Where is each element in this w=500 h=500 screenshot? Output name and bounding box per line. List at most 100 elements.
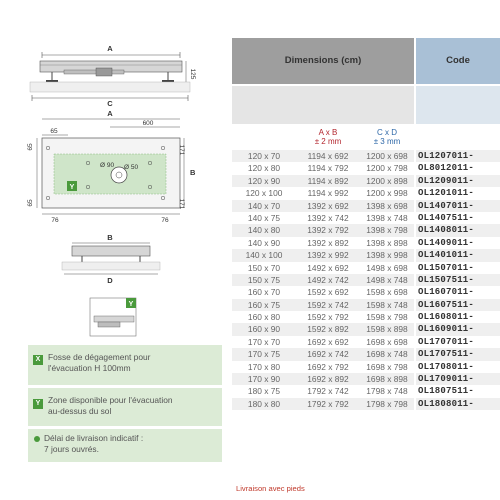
dim-171-b: 171 xyxy=(178,199,185,210)
cell-ab: 1692 x 742 xyxy=(307,349,349,360)
technical-drawing: A 125 C A 600 65 Ø 90 Ø 50 xyxy=(0,0,228,340)
cell-ab: 1592 x 892 xyxy=(307,324,349,335)
cell-cd: 1200 x 998 xyxy=(366,188,408,199)
label-b-side: B xyxy=(107,233,113,242)
dim-65-top: 65 xyxy=(50,128,58,135)
column-separator xyxy=(414,249,416,262)
delivery-line-2: 7 jours ouvrés. xyxy=(44,444,99,454)
header-dimensions: Dimensions (cm) xyxy=(232,38,414,84)
cell-code: OL8012011- xyxy=(418,163,475,174)
cell-cd: 1598 x 698 xyxy=(366,287,408,298)
column-separator xyxy=(414,236,416,250)
cell-size: 140 x 100 xyxy=(245,250,283,261)
cell-size: 170 x 75 xyxy=(247,349,281,360)
cell-size: 160 x 70 xyxy=(247,287,281,298)
cell-cd: 1598 x 748 xyxy=(366,299,408,310)
column-separator xyxy=(414,187,416,200)
cell-size: 150 x 75 xyxy=(247,274,281,285)
column-separator xyxy=(414,373,416,386)
cell-ab: 1194 x 792 xyxy=(307,163,349,174)
cell-size: 120 x 70 xyxy=(247,151,281,161)
x-marker: X xyxy=(33,355,43,365)
cell-code: OL1607511- xyxy=(418,299,475,310)
cell-cd: 1798 x 748 xyxy=(366,386,408,397)
dim-65-bottom: 65 xyxy=(27,199,34,207)
dim-90: Ø 90 xyxy=(100,162,114,169)
cell-code: OL1207011- xyxy=(418,151,475,161)
cell-code: OL1608011- xyxy=(418,312,475,323)
bullet-icon xyxy=(34,436,40,442)
cell-size: 170 x 70 xyxy=(247,336,281,347)
legend-y-line-2: au-dessus du sol xyxy=(48,406,112,416)
cell-ab: 1392 x 992 xyxy=(307,250,349,261)
cell-cd: 1398 x 748 xyxy=(366,212,408,223)
column-separator xyxy=(414,286,416,299)
cell-ab: 1194 x 692 xyxy=(307,151,349,161)
cell-cd: 1398 x 998 xyxy=(366,250,408,261)
legend-x-line-2: l'évacuation H 100mm xyxy=(48,363,131,373)
cell-code: OL1609011- xyxy=(418,324,475,335)
column-separator xyxy=(414,298,416,312)
legend-x: X Fosse de dégagement pour l'évacuation … xyxy=(28,345,222,385)
cell-size: 120 x 100 xyxy=(245,188,283,199)
shower-tray-end xyxy=(71,245,151,257)
pit-y-marker: Y xyxy=(129,301,134,308)
cell-size: 180 x 80 xyxy=(247,398,281,409)
cell-code: OL1708011- xyxy=(418,361,475,372)
cell-size: 140 x 70 xyxy=(247,200,281,211)
column-separator xyxy=(414,360,416,374)
table-row: 150 x 70 1492 x 692 1498 x 698 OL1507011- xyxy=(232,261,500,274)
cell-cd: 1598 x 798 xyxy=(366,312,408,323)
cell-size: 150 x 70 xyxy=(247,262,281,273)
cell-cd: 1398 x 898 xyxy=(366,237,408,248)
dim-76-left: 76 xyxy=(51,217,59,224)
cell-size: 180 x 75 xyxy=(247,386,281,397)
dim-600: 600 xyxy=(143,120,154,127)
cell-code: OL1408011- xyxy=(418,225,475,236)
cell-cd: 1498 x 698 xyxy=(366,262,408,273)
cell-cd: 1698 x 698 xyxy=(366,336,408,347)
cell-size: 120 x 80 xyxy=(247,163,281,174)
floor xyxy=(29,81,191,93)
drawing-svg: A 125 C A 600 65 Ø 90 Ø 50 xyxy=(27,44,196,337)
delivery-line-1: Délai de livraison indicatif : xyxy=(44,433,144,443)
cell-ab: 1592 x 692 xyxy=(307,287,349,298)
cell-ab: 1492 x 692 xyxy=(307,262,349,273)
cell-ab: 1792 x 792 xyxy=(307,398,349,409)
cell-cd: 1798 x 798 xyxy=(366,398,408,409)
cell-size: 140 x 90 xyxy=(247,237,281,248)
label-a-mid: A xyxy=(107,109,113,118)
column-separator xyxy=(414,211,416,225)
cell-ab: 1592 x 742 xyxy=(307,299,349,310)
column-separator xyxy=(414,224,416,237)
cell-code: OL1407511- xyxy=(418,212,475,223)
column-separator xyxy=(414,323,416,336)
ab-tolerance: ± 2 mm xyxy=(314,137,342,146)
column-separator xyxy=(414,335,416,349)
subheader-ab: A x B ± 2 mm xyxy=(296,128,360,146)
cell-size: 160 x 90 xyxy=(247,324,281,335)
legend-y: Y Zone disponible pour l'évacuation au-d… xyxy=(28,388,222,426)
cd-tolerance: ± 3 mm xyxy=(373,137,401,146)
legend-x-line-1: Fosse de dégagement pour xyxy=(48,352,151,362)
cell-code: OL1507011- xyxy=(418,262,475,273)
cell-ab: 1792 x 742 xyxy=(307,386,349,397)
cell-ab: 1392 x 792 xyxy=(307,225,349,236)
column-separator xyxy=(414,174,416,188)
cell-size: 170 x 80 xyxy=(247,361,281,372)
cell-cd: 1398 x 798 xyxy=(366,225,408,236)
cell-ab: 1592 x 792 xyxy=(307,312,349,323)
cell-ab: 1194 x 992 xyxy=(307,188,349,199)
